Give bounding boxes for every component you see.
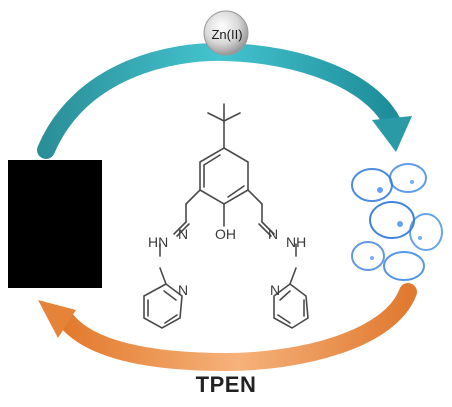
top-arrow-head <box>372 116 412 152</box>
bottom-arrow <box>38 283 417 372</box>
no-fluorescence-panel <box>8 160 102 288</box>
atom-hn-left: HN <box>148 234 169 250</box>
top-arrow <box>37 42 412 159</box>
atom-oh: OH <box>215 226 236 242</box>
chelator-label: TPEN <box>195 372 257 397</box>
atom-n-right: N <box>268 226 279 242</box>
fluorescence-panel <box>350 162 444 290</box>
atom-pyridine-n-left: N <box>178 282 189 298</box>
bottom-arrow-head <box>38 300 76 338</box>
zinc-ion-label: Zn(II) <box>211 26 243 42</box>
ligand-structure <box>143 103 309 329</box>
atom-pyridine-n-right: N <box>270 282 281 298</box>
atom-nh-right: NH <box>286 234 307 250</box>
atom-n-left: N <box>178 226 189 242</box>
zinc-ion-sphere <box>203 10 249 56</box>
fluorescent-cells <box>351 163 443 281</box>
